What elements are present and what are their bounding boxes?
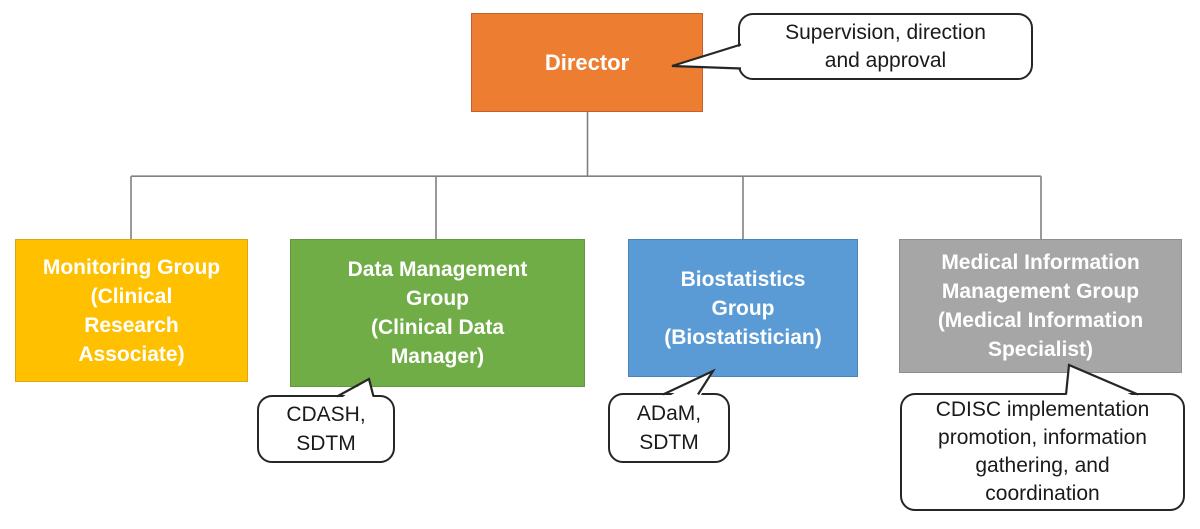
group-box-data-management: Data Management Group (Clinical Data Man… bbox=[290, 239, 585, 387]
callout-supervision-text: Supervision, direction and approval bbox=[785, 20, 986, 72]
group-label-monitoring: Monitoring Group (Clinical Research Asso… bbox=[42, 255, 221, 366]
callout-adam-sdtm: ADaM, SDTM bbox=[608, 393, 730, 463]
group-label-medical-information: Medical Information Management Group (Me… bbox=[937, 251, 1144, 361]
callout-cdisc: CDISC implementation promotion, informat… bbox=[900, 393, 1185, 511]
callout-cdash-sdtm: CDASH, SDTM bbox=[257, 395, 395, 463]
director-box: Director bbox=[471, 13, 703, 112]
group-box-monitoring: Monitoring Group (Clinical Research Asso… bbox=[15, 239, 248, 382]
group-box-medical-information: Medical Information Management Group (Me… bbox=[899, 239, 1182, 373]
director-label: Director bbox=[544, 50, 630, 75]
callout-cdisc-text: CDISC implementation promotion, informat… bbox=[935, 398, 1150, 505]
callout-adam-sdtm-text: ADaM, SDTM bbox=[636, 402, 702, 454]
group-label-biostatistics: Biostatistics Group (Biostatistician) bbox=[664, 267, 822, 349]
callout-cdash-sdtm-text: CDASH, SDTM bbox=[286, 403, 366, 455]
group-box-biostatistics: Biostatistics Group (Biostatistician) bbox=[628, 239, 858, 377]
callout-supervision: Supervision, direction and approval bbox=[738, 13, 1033, 80]
group-label-data-management: Data Management Group (Clinical Data Man… bbox=[347, 258, 528, 368]
